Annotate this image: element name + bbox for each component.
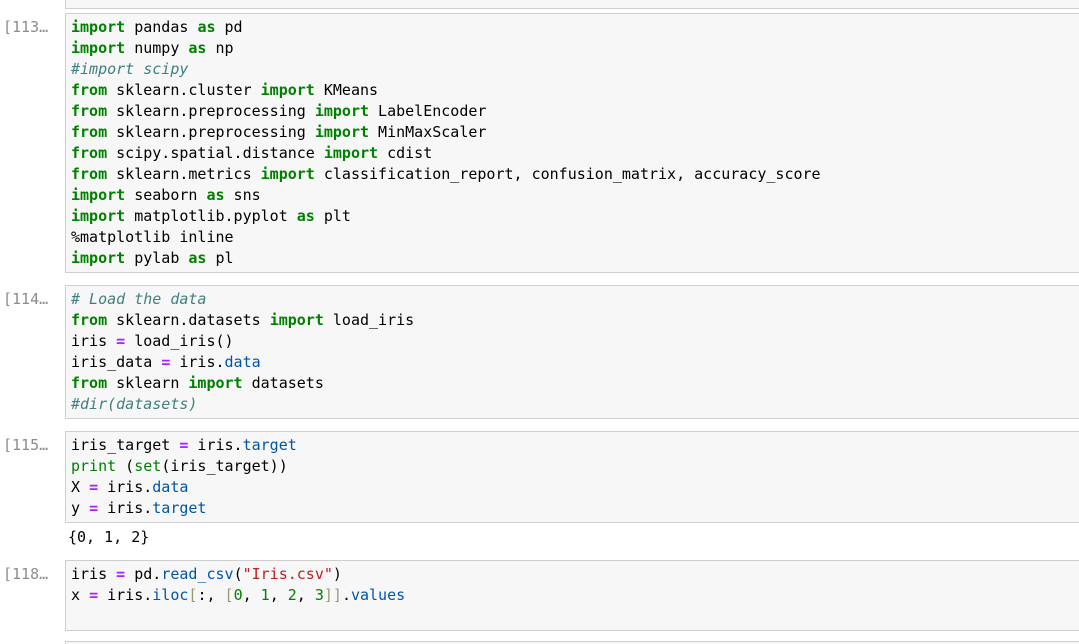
cell-output: {0, 1, 2} xyxy=(68,528,150,546)
execution-count-prompt: [115… xyxy=(3,436,49,454)
code-cell-partial-top xyxy=(0,0,1079,9)
execution-count-prompt: [113… xyxy=(3,18,49,36)
code-editor[interactable] xyxy=(65,641,1079,644)
code-cell-partial-bottom xyxy=(0,641,1079,644)
execution-count-prompt: [114… xyxy=(3,290,49,308)
code-cell-read-csv: [118… iris = pd.read_csv("Iris.csv")x = … xyxy=(0,560,1079,631)
code-editor[interactable]: iris = pd.read_csv("Iris.csv")x = iris.i… xyxy=(65,560,1079,631)
execution-count-prompt xyxy=(0,0,65,9)
execution-count-prompt: [118… xyxy=(3,565,49,583)
code-editor[interactable] xyxy=(65,0,1079,9)
